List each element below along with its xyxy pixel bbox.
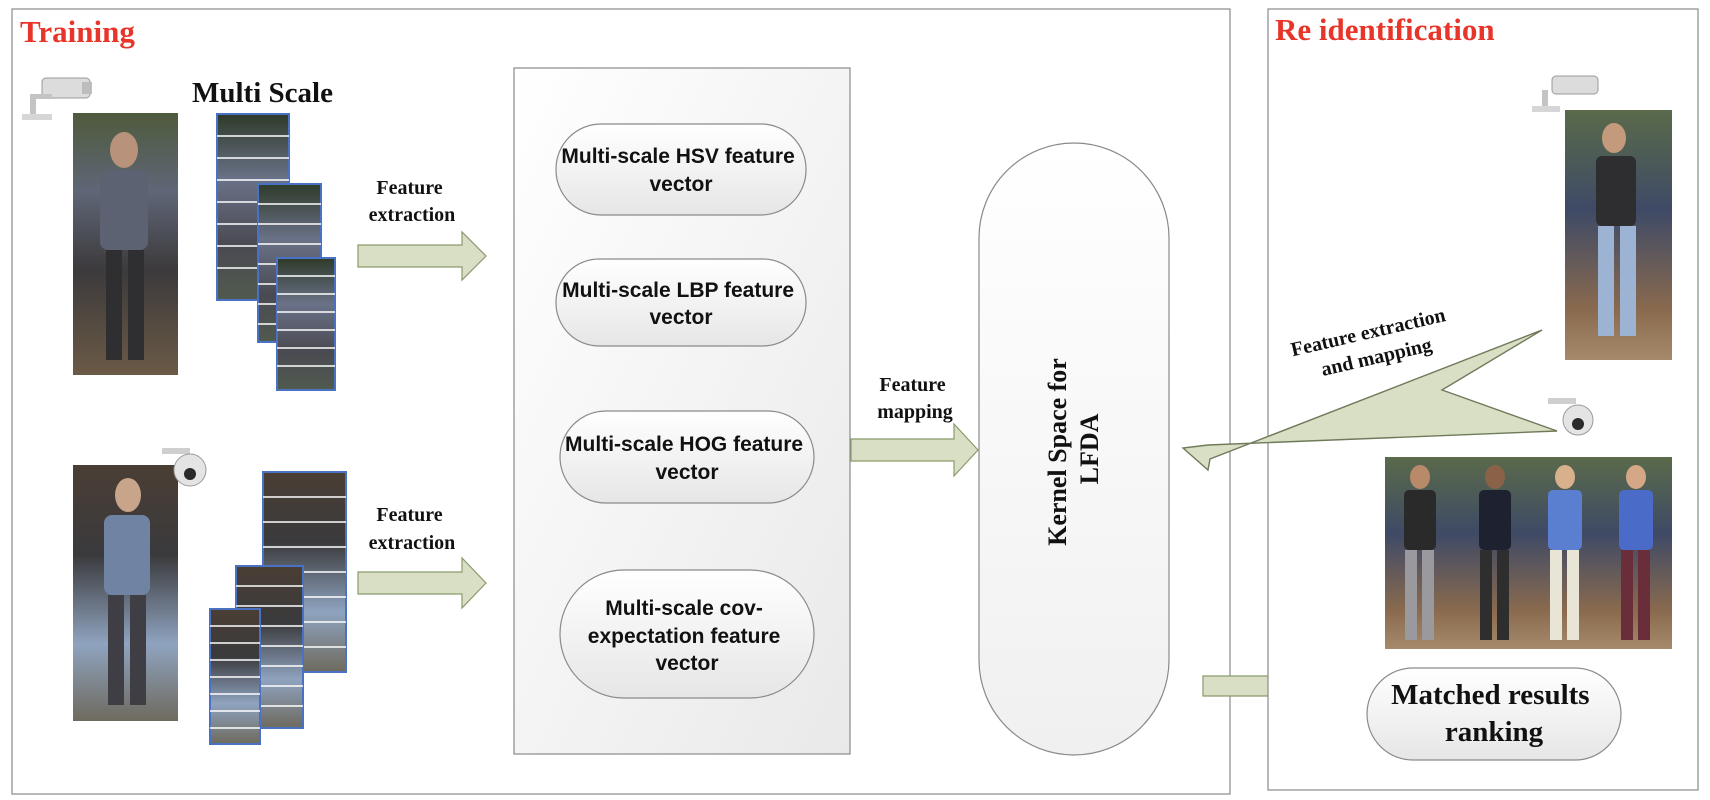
training-title: Training [20,14,135,49]
svg-text:Matched results ranking: Matched results ranking [1391,679,1597,748]
hsv-line1: Multi-scale HSV feature [561,145,794,168]
svg-text:Multi-scale HOG feature: Multi-scale HOG feature vector [565,433,809,484]
cov-line1: Multi-scale cov- [605,597,763,620]
feature-extraction-arrow-bottom [357,556,487,610]
hsv-feature-pill: Multi-scale HSV feature vector [555,123,807,216]
training-person-photo-bottom [73,465,178,721]
cov-line2: expectation feature [588,625,781,648]
cctv-camera-icon [22,77,92,120]
feature-extraction-mapping-arrow [1181,329,1558,472]
gallery-photo [1530,457,1601,649]
kernel-space-line1: Kernel Space for [1043,359,1072,546]
gallery-photo [1385,457,1460,649]
query-person-photo [1565,110,1672,360]
hog-line1: Multi-scale HOG feature [565,433,803,456]
hog-feature-pill: Multi-scale HOG feature vector [559,410,815,504]
feature-extraction-bottom-line2: extraction [369,532,456,554]
multi-scale-label: Multi Scale [192,77,333,109]
feature-extraction-top-line2: extraction [369,204,456,226]
reid-title: Re identification [1275,12,1495,47]
svg-text:Multi-scale cov- expecta: Multi-scale cov- expectation feature vec… [588,597,786,675]
lbp-feature-pill: Multi-scale LBP feature vector [555,258,807,347]
kernel-space-line2: LFDA [1075,413,1104,484]
feature-mapping-label: Feature mapping [877,374,953,423]
dome-camera-icon [1548,398,1594,436]
matched-results-line1: Matched results [1391,679,1589,711]
feature-extraction-bottom-line1: Feature [376,504,442,526]
cov-line3: vector [655,652,718,675]
kernel-space-shape [978,142,1170,756]
lbp-line2: vector [649,306,712,329]
feature-extraction-arrow-top [357,230,487,282]
hog-line2: vector [655,461,718,484]
feature-extraction-label-bottom: Feature extraction [369,504,456,554]
svg-text:Multi-scale HSV feature: Multi-scale HSV feature vector [561,145,800,196]
feature-extraction-label-top: Feature extraction [369,177,456,226]
scale-photo [209,608,261,745]
scale-photo [276,257,336,391]
matched-results-line2: ranking [1445,716,1544,748]
training-person-photo-top [73,113,178,375]
hsv-line2: vector [649,173,712,196]
kernel-space-label: Kernel Space for LFDA [1043,352,1104,546]
lbp-line1: Multi-scale LBP feature [562,279,794,302]
matched-results-pill: Matched results ranking [1366,667,1622,761]
multiscale-stack-top [216,113,336,391]
dome-camera-icon [162,448,207,487]
feature-extraction-top-line1: Feature [376,177,442,199]
cctv-camera-icon [1532,75,1599,112]
feature-mapping-line1: Feature [879,374,945,396]
svg-text:Multi-scale LBP feature: Multi-scale LBP feature vector [562,279,800,329]
cov-feature-pill: Multi-scale cov- expectation feature vec… [559,569,815,699]
gallery-photos [1385,457,1672,649]
gallery-photo [1460,457,1530,649]
feature-mapping-line2: mapping [877,401,953,423]
feature-mapping-arrow [850,422,979,478]
multiscale-stack-bottom [209,471,347,745]
gallery-photo [1601,457,1672,649]
